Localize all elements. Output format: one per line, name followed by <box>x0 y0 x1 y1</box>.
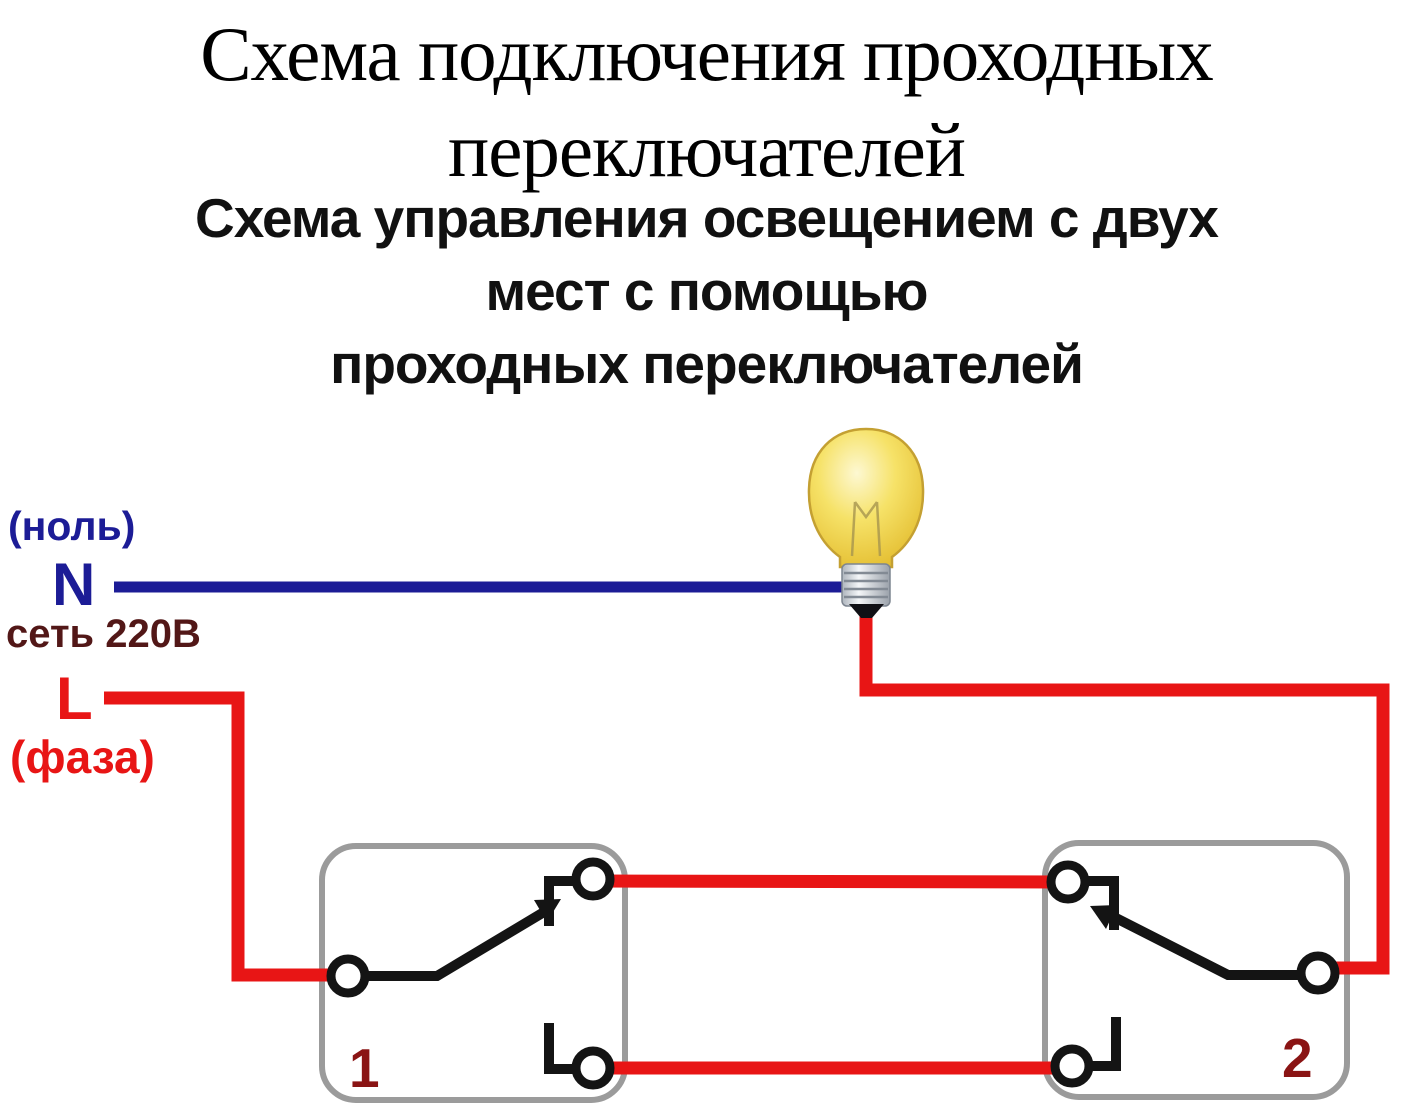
switch-1-contacts <box>326 857 615 1090</box>
light-bulb-icon <box>807 427 925 618</box>
traveler-wire-top <box>601 874 1061 889</box>
switch-2-top-throw-stub <box>1081 876 1119 930</box>
switch-1-bottom-terminal <box>571 1046 615 1090</box>
page-subtitle-line2: мест с помощью <box>485 260 928 322</box>
phase-wire-to-switch1 <box>104 691 340 982</box>
lamp-wire-from-switch2 <box>859 600 1390 975</box>
switch-2-number-label: 2 <box>1282 1027 1313 1089</box>
page-subtitle-line3: проходных переключателей <box>330 333 1084 395</box>
neutral-label: (ноль) <box>8 503 136 549</box>
switch-1-bottom-throw-stub <box>544 1023 580 1074</box>
page-title-line2: переключателей <box>447 107 966 193</box>
switch-2-top-terminal <box>1046 860 1090 904</box>
switch-2-contacts <box>1046 860 1340 1088</box>
phase-label: (фаза) <box>10 731 155 783</box>
switch-2-bottom-terminal <box>1050 1044 1094 1088</box>
switch-1-number-label: 1 <box>349 1037 380 1099</box>
phase-letter-label: L <box>56 665 93 732</box>
switch-1-common-terminal <box>326 954 370 998</box>
switch-1-pole-arm <box>347 905 551 981</box>
switch-2-pole-arm <box>1103 908 1319 980</box>
neutral-letter-label: N <box>52 551 96 618</box>
switch-1-top-throw-stub <box>544 876 579 926</box>
switch-2-common-terminal <box>1296 951 1340 995</box>
page-subtitle: Схема управления освещением с двух мест … <box>0 182 1413 401</box>
page-subtitle-line1: Схема управления освещением с двух <box>195 187 1219 249</box>
switch-1-top-terminal <box>571 857 615 901</box>
switch-2-bottom-throw-stub <box>1085 1017 1121 1071</box>
mains-voltage-label: сеть 220В <box>6 612 201 656</box>
page-title: Схема подключения проходных переключател… <box>0 6 1413 198</box>
page-title-line1: Схема подключения проходных <box>200 11 1214 97</box>
